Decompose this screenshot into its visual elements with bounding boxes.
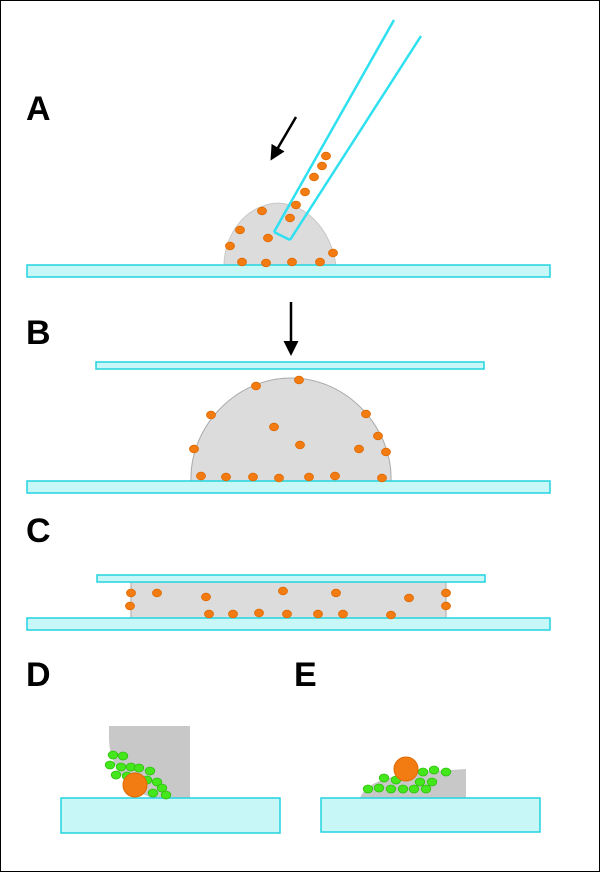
cell bbox=[221, 472, 231, 482]
cell bbox=[251, 381, 261, 391]
cell bbox=[285, 213, 295, 223]
cell bbox=[317, 161, 327, 171]
bottom-slide-c bbox=[26, 617, 551, 631]
cell bbox=[287, 257, 297, 267]
cell bbox=[282, 609, 292, 619]
bead bbox=[156, 783, 168, 793]
cell bbox=[328, 248, 338, 258]
bead bbox=[397, 784, 409, 794]
panel-label-d: D bbox=[26, 656, 51, 694]
cell bbox=[189, 444, 199, 454]
bead bbox=[107, 750, 119, 760]
cell bbox=[361, 409, 371, 419]
coverslip-c bbox=[96, 574, 486, 583]
cell bbox=[196, 471, 206, 481]
cell bbox=[125, 601, 135, 611]
cell bbox=[331, 588, 341, 598]
cell bbox=[254, 608, 264, 618]
panel-b bbox=[26, 302, 551, 494]
bead bbox=[362, 784, 374, 794]
cell bbox=[295, 440, 305, 450]
cell bbox=[204, 609, 214, 619]
cell bbox=[377, 473, 387, 483]
cell bbox=[263, 233, 273, 243]
medium-droplet-b bbox=[190, 377, 392, 482]
cell bbox=[330, 471, 340, 481]
cell bbox=[126, 588, 136, 598]
bead bbox=[420, 784, 432, 794]
cell bbox=[152, 588, 162, 598]
coverslip-b bbox=[95, 361, 485, 370]
cell bbox=[294, 375, 304, 385]
bead bbox=[151, 777, 163, 787]
bead bbox=[160, 790, 172, 800]
pipette bbox=[272, 19, 423, 242]
bead bbox=[408, 784, 420, 794]
bead bbox=[417, 767, 429, 777]
bead bbox=[378, 773, 390, 783]
bead bbox=[115, 762, 127, 772]
panel-a bbox=[26, 19, 551, 278]
cells-b bbox=[189, 375, 391, 483]
bead bbox=[385, 784, 397, 794]
cell-d bbox=[122, 772, 148, 798]
cells-a bbox=[225, 151, 338, 268]
cell bbox=[235, 225, 245, 235]
panel-label-b: B bbox=[26, 314, 51, 352]
cell bbox=[261, 258, 271, 268]
cell bbox=[309, 172, 319, 182]
cell bbox=[373, 431, 383, 441]
bead bbox=[147, 788, 159, 798]
bottom-slide-b bbox=[26, 480, 551, 494]
cell bbox=[354, 444, 364, 454]
bead bbox=[104, 760, 116, 770]
cell bbox=[304, 472, 314, 482]
panel-label-c: C bbox=[26, 512, 51, 550]
bead bbox=[144, 766, 156, 776]
bead bbox=[133, 763, 145, 773]
cell bbox=[291, 200, 301, 210]
cell bbox=[206, 410, 216, 420]
cell bbox=[441, 588, 451, 598]
bead bbox=[414, 777, 426, 787]
bead bbox=[117, 751, 129, 761]
cell bbox=[201, 592, 211, 602]
cell bbox=[257, 206, 267, 216]
cell bbox=[315, 257, 325, 267]
cell bbox=[321, 151, 331, 161]
cell bbox=[441, 601, 451, 611]
cell bbox=[313, 609, 323, 619]
cell bbox=[338, 609, 348, 619]
cell bbox=[228, 609, 238, 619]
arrow-down-left-icon bbox=[270, 116, 298, 161]
cells-c bbox=[125, 586, 451, 620]
slide-e bbox=[320, 797, 541, 833]
cell bbox=[225, 241, 235, 251]
panel-label-a: A bbox=[26, 90, 51, 128]
cell bbox=[274, 473, 284, 483]
slide-d bbox=[60, 797, 281, 834]
panel-d bbox=[60, 726, 281, 834]
medium-wedge-d bbox=[109, 726, 190, 798]
bead bbox=[428, 765, 440, 775]
panel-c bbox=[26, 574, 551, 631]
cell bbox=[381, 447, 391, 457]
cell bbox=[278, 586, 288, 596]
bead bbox=[373, 783, 385, 793]
cell bbox=[404, 593, 414, 603]
bead bbox=[440, 767, 452, 777]
cell bbox=[248, 472, 258, 482]
bead bbox=[426, 777, 438, 787]
cell bbox=[237, 257, 247, 267]
panel-label-e: E bbox=[294, 656, 317, 694]
cell-e bbox=[393, 756, 419, 782]
cell bbox=[300, 187, 310, 197]
bead bbox=[110, 770, 122, 780]
bottom-slide-a bbox=[26, 264, 551, 278]
cell bbox=[269, 422, 279, 432]
panel-e bbox=[320, 756, 541, 833]
cell bbox=[386, 610, 396, 620]
